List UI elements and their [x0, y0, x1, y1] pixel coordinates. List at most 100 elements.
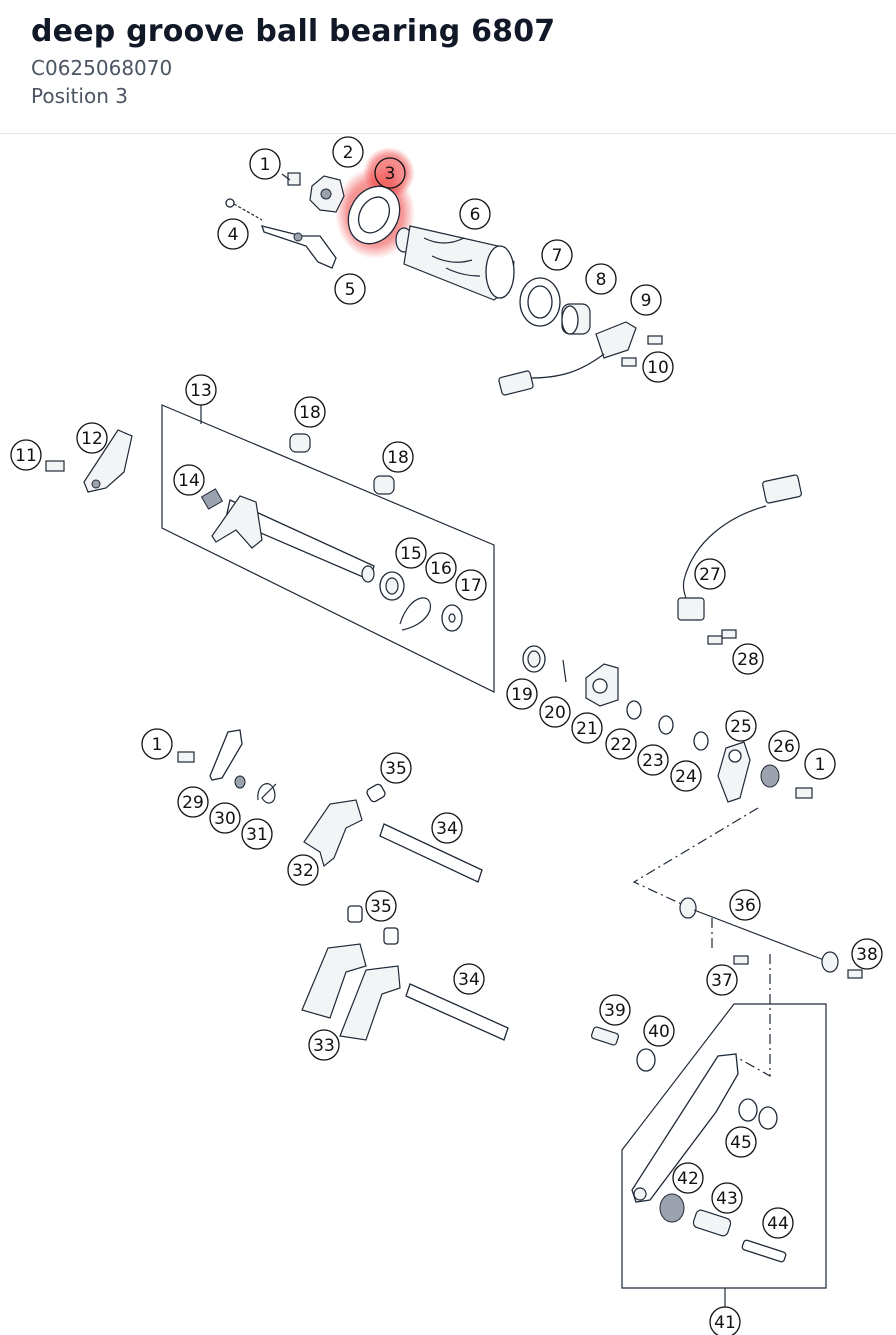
callout-22[interactable]: 22: [605, 728, 637, 760]
part-screw-4[interactable]: [225, 198, 263, 221]
part-shift-shaft-body[interactable]: [211, 495, 375, 583]
part-rod-34a[interactable]: [379, 823, 483, 883]
callout-33[interactable]: 33: [308, 1029, 340, 1061]
part-bolt-1[interactable]: [281, 172, 301, 186]
callout-12[interactable]: 12: [76, 422, 108, 454]
callout-31[interactable]: 31: [241, 818, 273, 850]
part-ring-24[interactable]: [693, 731, 709, 751]
callout-1[interactable]: 1: [141, 728, 173, 760]
callout-14[interactable]: 14: [173, 464, 205, 496]
callout-40[interactable]: 40: [643, 1015, 675, 1047]
part-bearing-3[interactable]: [338, 177, 410, 253]
part-spring-14[interactable]: [200, 488, 224, 510]
part-bolt-38[interactable]: [847, 969, 863, 979]
part-chain-guide-12[interactable]: [83, 429, 133, 493]
part-bolt-1b[interactable]: [177, 751, 195, 763]
part-shift-arm-25[interactable]: [717, 741, 751, 803]
part-link-29[interactable]: [209, 729, 243, 781]
callout-16[interactable]: 16: [425, 552, 457, 584]
callout-11[interactable]: 11: [10, 439, 42, 471]
part-seal-19[interactable]: [522, 645, 546, 673]
part-bushing-43[interactable]: [692, 1209, 732, 1237]
part-shift-fork-32[interactable]: [303, 799, 363, 868]
part-gear-sensor-9[interactable]: [498, 321, 637, 396]
part-shift-lever-5[interactable]: [261, 225, 337, 269]
callout-34[interactable]: 34: [431, 812, 463, 844]
callout-32[interactable]: 32: [287, 854, 319, 886]
part-bolt-1c[interactable]: [795, 787, 813, 799]
part-dowel-35a[interactable]: [366, 783, 387, 803]
part-washer-15[interactable]: [379, 571, 405, 601]
callout-35[interactable]: 35: [365, 890, 397, 922]
part-shift-drum-6[interactable]: [395, 225, 515, 301]
callout-10[interactable]: 10: [642, 351, 674, 383]
callout-23[interactable]: 23: [637, 744, 669, 776]
callout-5[interactable]: 5: [334, 273, 366, 305]
part-pin-20[interactable]: [562, 659, 567, 683]
part-bolt-37[interactable]: [733, 955, 749, 965]
part-shift-rod-36[interactable]: [679, 897, 839, 973]
part-spring-16[interactable]: [399, 597, 431, 631]
callout-1[interactable]: 1: [249, 148, 281, 180]
callout-37[interactable]: 37: [706, 964, 738, 996]
part-ring-22[interactable]: [626, 700, 642, 720]
part-sensor-cable-27[interactable]: [677, 474, 802, 621]
callout-42[interactable]: 42: [672, 1162, 704, 1194]
part-washer-17[interactable]: [441, 604, 463, 632]
callout-1[interactable]: 1: [804, 748, 836, 780]
callout-7[interactable]: 7: [541, 239, 573, 271]
callout-20[interactable]: 20: [539, 696, 571, 728]
callout-38[interactable]: 38: [851, 938, 883, 970]
callout-6[interactable]: 6: [459, 198, 491, 230]
callout-27[interactable]: 27: [694, 558, 726, 590]
part-bearings-45[interactable]: [738, 1098, 778, 1130]
part-star-plate-2[interactable]: [309, 175, 345, 213]
callout-24[interactable]: 24: [670, 760, 702, 792]
callout-3[interactable]: 3: [374, 157, 406, 189]
part-ring-23[interactable]: [658, 715, 674, 735]
callout-9[interactable]: 9: [630, 284, 662, 316]
callout-30[interactable]: 30: [209, 802, 241, 834]
part-seal-ring-7[interactable]: [519, 277, 561, 327]
part-bushing-18b[interactable]: [373, 475, 395, 495]
callout-18[interactable]: 18: [382, 441, 414, 473]
part-bushing-18a[interactable]: [289, 433, 311, 453]
part-shift-shaft-assembly-13[interactable]: [161, 404, 495, 693]
callout-45[interactable]: 45: [725, 1126, 757, 1158]
part-spring-31[interactable]: [257, 783, 277, 804]
callout-26[interactable]: 26: [768, 730, 800, 762]
part-bearing-26[interactable]: [760, 764, 780, 788]
callout-34[interactable]: 34: [453, 963, 485, 995]
part-bolt-44[interactable]: [741, 1239, 787, 1263]
part-screws-10[interactable]: [621, 335, 663, 367]
callout-36[interactable]: 36: [729, 889, 761, 921]
part-sensor-housing-8[interactable]: [561, 303, 591, 335]
part-bolt-11[interactable]: [45, 460, 65, 472]
callout-8[interactable]: 8: [585, 263, 617, 295]
part-sensor-21[interactable]: [585, 663, 619, 707]
callout-29[interactable]: 29: [177, 786, 209, 818]
part-washer-30[interactable]: [234, 775, 246, 789]
callout-43[interactable]: 43: [711, 1182, 743, 1214]
callout-4[interactable]: 4: [217, 218, 249, 250]
callout-39[interactable]: 39: [599, 994, 631, 1026]
part-shift-forks-33[interactable]: [301, 943, 401, 1041]
part-screws-28[interactable]: [707, 629, 737, 645]
callout-2[interactable]: 2: [332, 136, 364, 168]
callout-25[interactable]: 25: [725, 710, 757, 742]
callout-35[interactable]: 35: [380, 752, 412, 784]
callout-17[interactable]: 17: [455, 569, 487, 601]
callout-21[interactable]: 21: [571, 712, 603, 744]
part-shift-lever-assembly-41[interactable]: [621, 1003, 827, 1289]
callout-13[interactable]: 13: [185, 374, 217, 406]
callout-28[interactable]: 28: [732, 643, 764, 675]
callout-41[interactable]: 41: [709, 1306, 741, 1335]
part-bolt-39[interactable]: [590, 1026, 620, 1046]
callout-18[interactable]: 18: [294, 396, 326, 428]
callout-15[interactable]: 15: [395, 537, 427, 569]
callout-44[interactable]: 44: [762, 1207, 794, 1239]
part-shift-pedal[interactable]: [631, 1053, 739, 1203]
part-dowels-35b[interactable]: [347, 905, 399, 945]
part-washer-40[interactable]: [636, 1048, 656, 1072]
part-rod-34b[interactable]: [405, 983, 509, 1041]
